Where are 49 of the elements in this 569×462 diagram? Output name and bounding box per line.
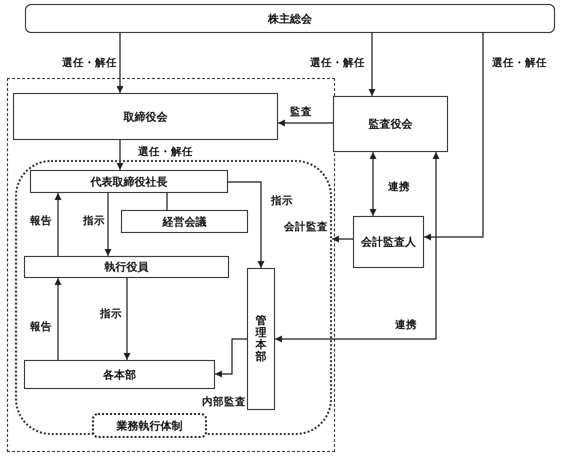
connector-arrow (116, 140, 124, 170)
node-label: 経営会議 (161, 214, 208, 229)
node-caption: 内部監査 (202, 395, 246, 409)
edge-label: 会計監査 (284, 220, 328, 234)
connector-arrow (228, 181, 264, 268)
dotted-region (15, 160, 332, 435)
edge-label: 指示 (83, 214, 105, 228)
edge-label: 選任・解任 (492, 56, 547, 70)
node-label: 取締役会 (122, 109, 168, 124)
edge-label: 選任・解任 (310, 56, 365, 70)
node-label: 各本部 (102, 367, 137, 382)
edge-label: 指示 (100, 307, 122, 321)
connector-arrow (370, 152, 376, 216)
region-label-box (92, 413, 207, 438)
connector-arrow (116, 33, 124, 93)
edge-label: 報告 (30, 320, 52, 334)
connector-arrow (368, 33, 376, 96)
edge-label: 監査 (290, 105, 312, 119)
node-label: 監査役会 (368, 116, 414, 132)
connector-arrow (332, 236, 353, 242)
board-box (13, 93, 278, 140)
edge-label: 報告 (30, 214, 52, 228)
connector-arrow (215, 338, 247, 378)
board-box (333, 96, 448, 152)
connector-arrow (104, 193, 112, 256)
connector-arrow (275, 152, 440, 342)
edge-label: 連携 (395, 318, 417, 332)
node-label: 執行役員 (104, 260, 150, 274)
officer-box (30, 170, 228, 193)
node-label: 株主総会 (266, 11, 313, 26)
connector-arrow (278, 120, 333, 126)
connector-arrow (54, 278, 62, 360)
node-label: 業務執行体制 (116, 418, 184, 433)
node-label: 管理本部 (256, 314, 266, 364)
officer-box (24, 256, 229, 278)
edge-label: 指示 (271, 194, 293, 208)
council-box (121, 210, 248, 233)
node-label: 代表取締役社長 (89, 174, 168, 189)
meeting-box (25, 4, 555, 33)
edge-label: 選任・解任 (138, 145, 193, 159)
division-box (24, 360, 215, 389)
connector-arrow (424, 33, 484, 240)
node-label: 会計監査人 (360, 234, 417, 250)
connector-arrow (124, 278, 130, 360)
edge-label: 連携 (388, 180, 410, 194)
edge-label: 選任・解任 (62, 56, 117, 70)
auditor-box (353, 216, 424, 268)
connector-arrow (54, 193, 62, 256)
dashed-boundary (7, 78, 335, 452)
